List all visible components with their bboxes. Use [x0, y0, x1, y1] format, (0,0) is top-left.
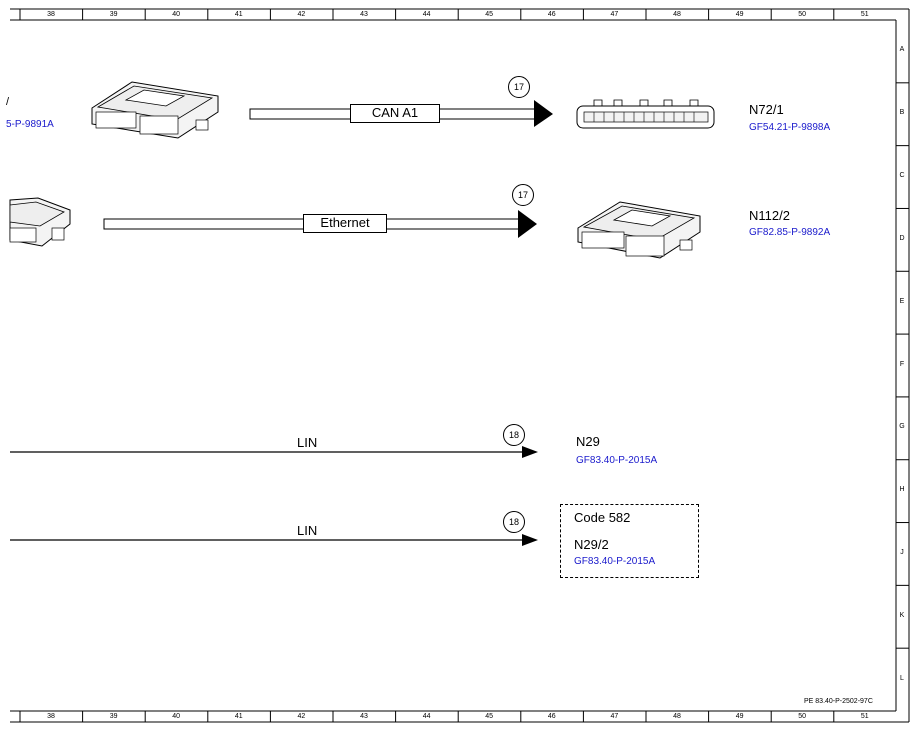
column-label: 48	[673, 11, 681, 18]
row-ruler	[896, 82, 909, 649]
column-label: 43	[360, 713, 368, 720]
ref-circle: 18	[503, 424, 525, 446]
target-link-n29[interactable]: GF83.40-P-2015A	[576, 455, 658, 466]
column-label: 50	[798, 11, 807, 18]
column-label: 44	[422, 11, 431, 18]
row-label: C	[899, 172, 905, 180]
ref-circle: 18	[503, 511, 525, 533]
row-label: H	[899, 486, 905, 494]
target-name-n72-1: N72/1	[749, 102, 784, 117]
target-name-n112-2: N112/2	[749, 208, 790, 223]
column-label: 42	[297, 713, 306, 720]
target-connector-n72-1	[576, 99, 715, 129]
lin-wire-2	[10, 534, 538, 546]
column-label: 41	[234, 11, 243, 18]
target-name-n29-2: N29/2	[574, 537, 609, 552]
column-ruler	[19, 9, 835, 722]
source-link-partial[interactable]: 5-P-9891A	[6, 119, 54, 130]
column-label: 50	[798, 713, 807, 720]
row-label: A	[899, 46, 905, 54]
column-label: 48	[673, 713, 681, 720]
row-label: D	[899, 234, 905, 242]
column-label: 39	[109, 11, 118, 18]
column-label: 41	[234, 713, 243, 720]
document-reference: PE 83.40-P-2502-97C	[804, 698, 873, 705]
column-label: 47	[610, 11, 619, 18]
column-label: 45	[485, 713, 494, 720]
column-label: 45	[485, 11, 494, 18]
bus-label-lin-2: LIN	[297, 523, 318, 538]
column-label: 44	[422, 713, 431, 720]
code-582-box	[560, 504, 699, 578]
ref-circle: 17	[508, 76, 530, 98]
column-label: 46	[547, 713, 556, 720]
source-module-1	[91, 81, 219, 139]
column-label: 42	[297, 11, 306, 18]
bus-label-lin-1: LIN	[297, 435, 318, 450]
column-label: 51	[860, 713, 869, 720]
row-label: F	[899, 360, 905, 368]
source-module-2	[9, 197, 71, 247]
target-name-n29: N29	[576, 434, 600, 449]
code-label: Code 582	[574, 510, 631, 525]
lin-wire-1	[10, 446, 538, 458]
column-label: 38	[47, 713, 55, 720]
bus-label-ethernet: Ethernet	[303, 214, 387, 233]
column-label: 39	[109, 713, 118, 720]
column-label: 49	[735, 713, 744, 720]
source-name-partial: /	[6, 96, 10, 108]
target-link-n112-2[interactable]: GF82.85-P-9892A	[749, 227, 831, 238]
row-label: J	[900, 548, 904, 556]
column-label: 38	[47, 11, 55, 18]
target-link-n72-1[interactable]: GF54.21-P-9898A	[749, 122, 831, 133]
row-label: B	[899, 109, 905, 117]
column-label: 47	[610, 713, 619, 720]
column-label: 46	[547, 11, 556, 18]
column-label: 49	[735, 11, 744, 18]
column-label: 43	[360, 11, 368, 18]
bus-label-can-a1: CAN A1	[350, 104, 440, 123]
column-label: 40	[172, 713, 181, 720]
column-label: 40	[172, 11, 181, 18]
target-module-n112-2	[577, 201, 701, 259]
row-label: K	[899, 611, 905, 619]
target-link-n29-2[interactable]: GF83.40-P-2015A	[574, 556, 656, 567]
row-label: E	[899, 297, 905, 305]
ref-circle: 17	[512, 184, 534, 206]
row-label: G	[899, 423, 905, 431]
column-label: 51	[860, 11, 869, 18]
row-label: L	[900, 674, 904, 682]
